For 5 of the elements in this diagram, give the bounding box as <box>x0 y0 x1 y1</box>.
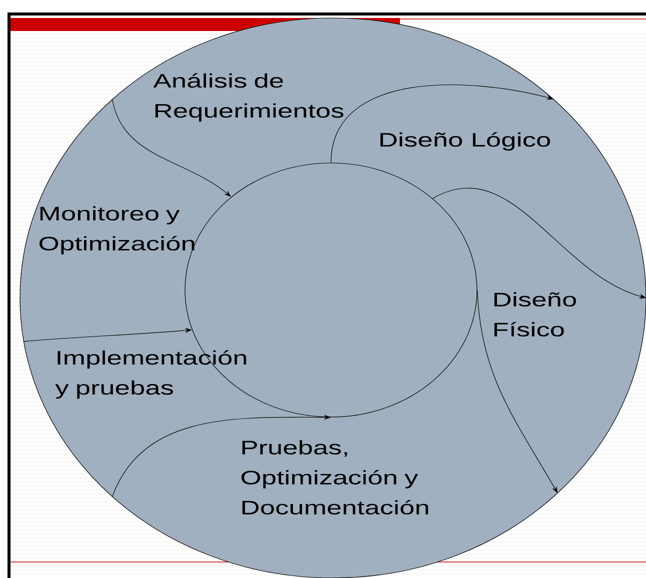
phase-label: Diseño Físico <box>494 292 576 336</box>
phase-label: Monitoreo y Optimización <box>40 206 194 254</box>
phase-label: Diseño Lógico <box>380 132 550 151</box>
phase-label: Análisis de Requerimientos <box>153 73 344 122</box>
phase-label: Pruebas, Optimización y Documentación <box>242 440 428 514</box>
